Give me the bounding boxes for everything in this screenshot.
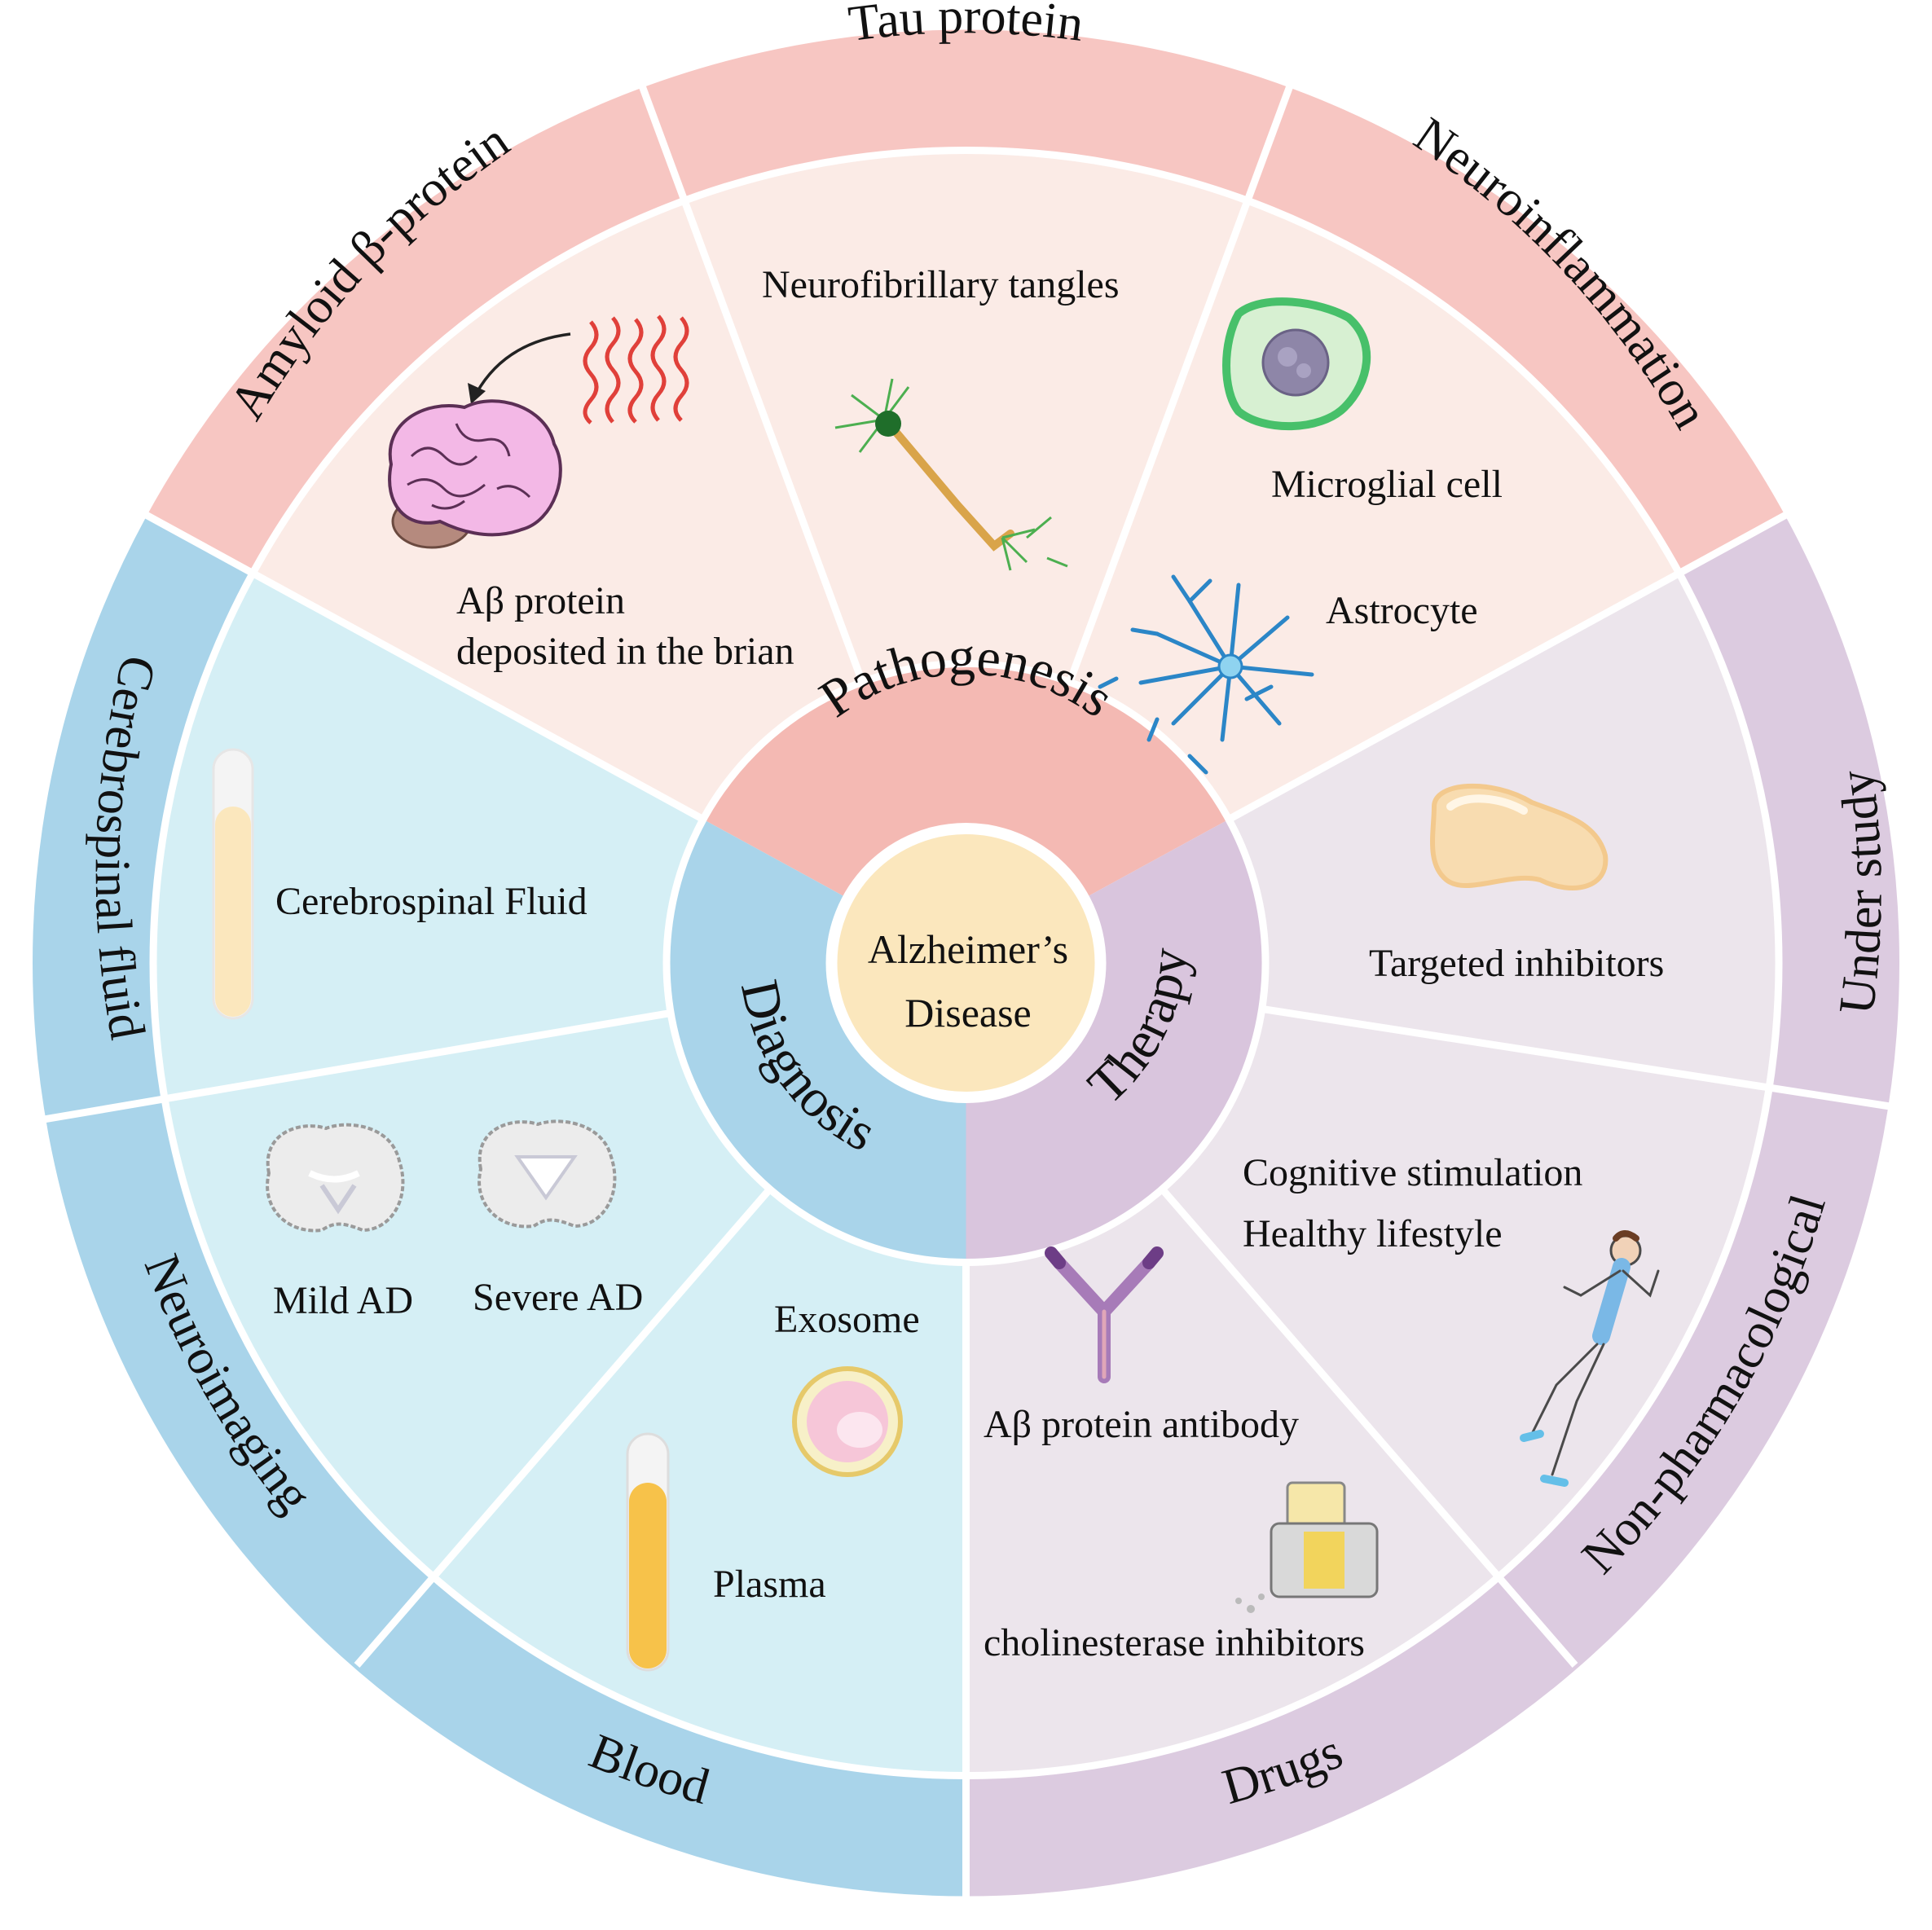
brain-scan-severe-icon [477, 1119, 617, 1229]
ring-label-under-study: Under study [1829, 767, 1892, 1017]
runner-icon [1520, 1230, 1660, 1487]
label-abeta-line2: deposited in the brian [456, 630, 794, 673]
svg-text:Under study: Under study [1829, 767, 1892, 1017]
label-severe-ad: Severe AD [473, 1276, 643, 1319]
neuron-icon [834, 378, 1068, 571]
label-abeta-line1: Aβ protein [456, 579, 625, 622]
arrow-icon [468, 332, 571, 404]
astrocyte-icon [1098, 574, 1314, 775]
center-circle [825, 823, 1107, 1103]
csf-tube-icon [212, 748, 254, 1020]
label-mild-ad: Mild AD [273, 1279, 413, 1322]
targeted-inhibitor-icon [1430, 783, 1609, 890]
antibody-icon [1045, 1246, 1164, 1383]
hub-ring [662, 660, 1270, 1266]
amyloid-fibril-icon [583, 314, 689, 424]
microglial-cell-icon [1222, 297, 1371, 431]
label-neurofibrillary-tangles: Neurofibrillary tangles [762, 263, 1120, 306]
label-abeta-antibody: Aβ protein antibody [984, 1403, 1299, 1446]
label-astrocyte: Astrocyte [1326, 589, 1478, 632]
ring-label-tau: Tau protein [846, 0, 1087, 52]
plasma-tube-icon [626, 1432, 670, 1672]
exosome-icon [792, 1366, 903, 1477]
hub-pathogenesis [703, 663, 1229, 963]
center-title-line2: Disease [904, 990, 1032, 1035]
label-targeted-inhibitors: Targeted inhibitors [1369, 942, 1664, 985]
label-exosome: Exosome [774, 1298, 920, 1341]
center-title-line1: Alzheimer’s [868, 926, 1068, 972]
pill-bottle-icon [1235, 1481, 1379, 1613]
label-cerebrospinal-fluid-inner: Cerebrospinal Fluid [275, 880, 588, 923]
brain-scan-mild-icon [266, 1123, 405, 1233]
brain-icon [388, 399, 562, 549]
svg-text:Tau protein: Tau protein [846, 0, 1087, 52]
label-cholinesterase-inhibitors: cholinesterase inhibitors [984, 1621, 1365, 1664]
label-healthy-lifestyle: Healthy lifestyle [1243, 1212, 1503, 1255]
label-microglial-cell: Microglial cell [1271, 463, 1503, 506]
label-cognitive-stimulation: Cognitive stimulation [1243, 1151, 1582, 1194]
label-plasma: Plasma [713, 1563, 826, 1606]
